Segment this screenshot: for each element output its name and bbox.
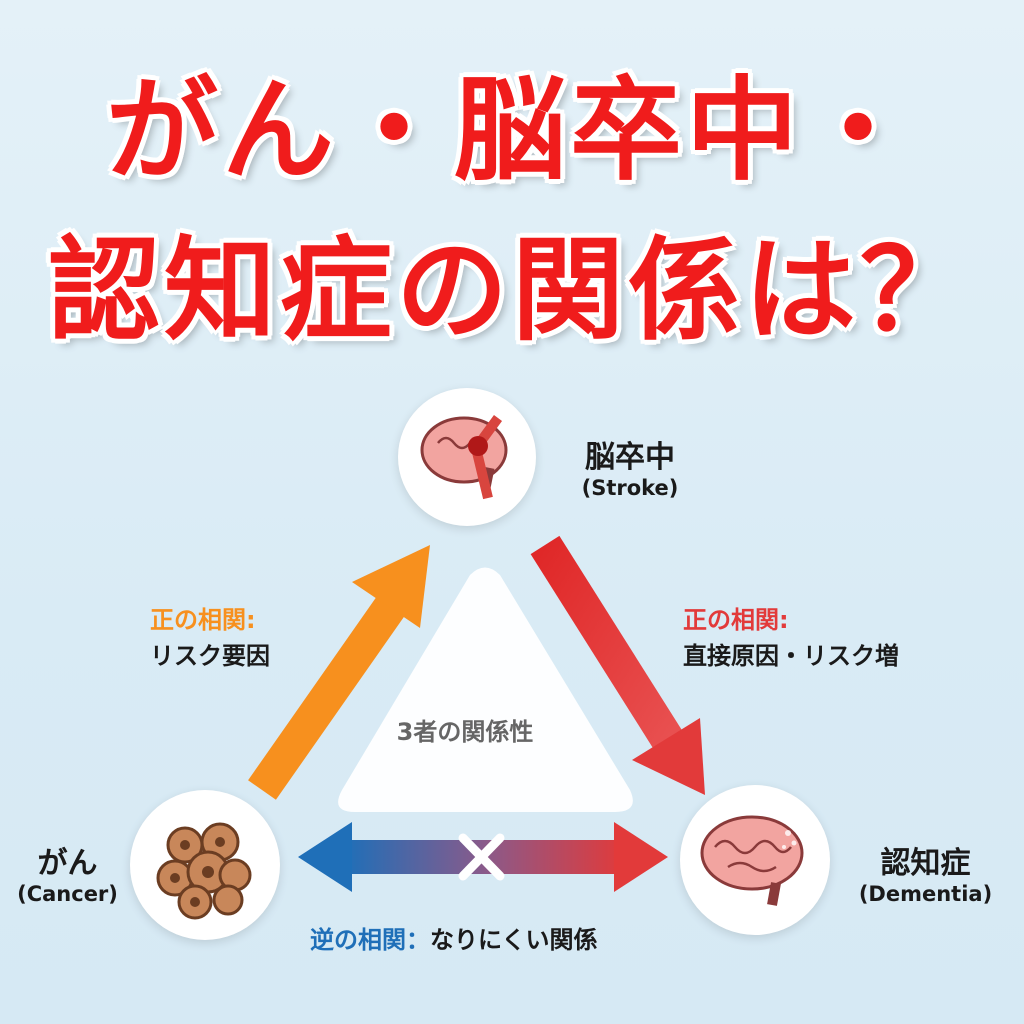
brain-with-blood-vessel-icon — [420, 415, 508, 500]
dementia-label-en: (Dementia) — [858, 882, 993, 906]
arrow-cancer-to-stroke — [248, 545, 430, 800]
dementia-label: 認知症 (Dementia) — [848, 838, 1003, 906]
relation-stroke-dementia: 正の相関: 直接原因・リスク増 — [683, 602, 899, 674]
title-line-1: がん・脳卒中・ — [106, 66, 918, 196]
relation-cancer-dementia: 逆の相関：なりにくい関係 — [310, 922, 598, 958]
cross-icon — [458, 833, 505, 881]
center-label: 3者の関係性 — [396, 718, 534, 746]
relation-cancer-stroke: 正の相関: リスク要因 — [150, 602, 270, 674]
brain-icon — [700, 815, 804, 906]
relation-cancer-stroke-type: 正の相関: — [150, 606, 256, 634]
relation-stroke-dementia-desc: 直接原因・リスク増 — [683, 642, 899, 670]
cancer-label: がん (Cancer) — [5, 838, 130, 906]
relation-stroke-dementia-type: 正の相関: — [683, 606, 789, 634]
cancer-node — [130, 790, 280, 940]
arrow-stroke-to-dementia — [530, 535, 705, 795]
cancer-label-jp: がん — [37, 846, 98, 881]
cancer-label-en: (Cancer) — [17, 882, 118, 906]
stroke-label-jp: 脳卒中 — [585, 440, 675, 475]
stroke-node — [398, 388, 536, 526]
dementia-label-jp: 認知症 — [880, 846, 971, 881]
stroke-label-en: (Stroke) — [581, 476, 679, 500]
cancer-cell-cluster-icon — [156, 822, 252, 920]
relation-cancer-dementia-desc: なりにくい関係 — [430, 926, 598, 954]
relation-cancer-dementia-type: 逆の相関： — [310, 926, 430, 954]
center-triangle — [338, 567, 633, 812]
relation-cancer-stroke-desc: リスク要因 — [150, 642, 270, 670]
dementia-node — [680, 785, 830, 935]
stroke-label: 脳卒中 (Stroke) — [565, 432, 695, 500]
title-line-2: 認知症の関係は？ — [48, 226, 976, 356]
